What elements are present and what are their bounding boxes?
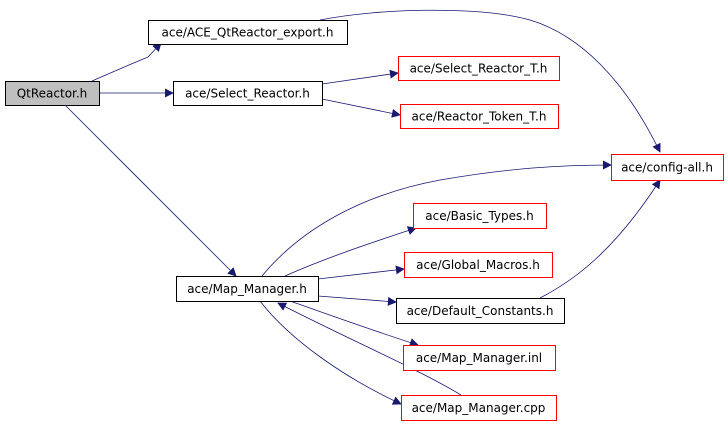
- nodes-layer: QtReactor.h ace/ACE_QtReactor_export.hace…: [5, 20, 724, 421]
- node-map-manager-inl: ace/Map_Manager.inl: [403, 345, 556, 371]
- node-label: ace/Basic_Types.h: [425, 209, 533, 223]
- node-global-macros: ace/Global_Macros.h: [404, 252, 553, 278]
- node-label: ace/ACE_QtReactor_export.h: [162, 26, 334, 40]
- edge-map_manager-to-map_manager_inl: [289, 300, 419, 347]
- node-label: ace/Global_Macros.h: [416, 258, 540, 272]
- node-label: ace/Select_Reactor_T.h: [410, 62, 548, 76]
- node-label: ace/Reactor_Token_T.h: [412, 110, 547, 124]
- node-label: ace/Map_Manager.cpp: [412, 401, 546, 415]
- node-box: [396, 298, 565, 324]
- node-box: [5, 81, 100, 106]
- node-reactor-token-t: ace/Reactor_Token_T.h: [400, 104, 559, 129]
- edges-layer: [64, 9, 661, 405]
- node-label: ace/Select_Reactor.h: [185, 87, 310, 101]
- node-box: [611, 154, 724, 181]
- node-box: [400, 104, 559, 129]
- node-box: [404, 252, 553, 278]
- node-label: ace/Map_Manager.h: [187, 282, 307, 296]
- node-label: ace/Map_Manager.inl: [416, 351, 542, 365]
- node-map-manager-cpp: ace/Map_Manager.cpp: [401, 395, 557, 421]
- edge-qtreactor-to-map_manager: [64, 104, 237, 277]
- edge-select_reactor-to-select_reactor_t: [321, 69, 399, 85]
- node-box: [148, 20, 348, 45]
- edge-qtreactor-to-export: [91, 42, 162, 82]
- node-map-manager[interactable]: ace/Map_Manager.h: [176, 276, 319, 302]
- edge-default_constants-to-config_all: [539, 179, 661, 299]
- node-config-all: ace/config-all.h: [611, 154, 724, 181]
- edge-map_manager-to-map_manager_cpp: [259, 300, 402, 405]
- node-box: [176, 276, 319, 302]
- edge-map_manager-to-global_macros: [317, 265, 405, 280]
- node-qtreactor: QtReactor.h: [5, 81, 100, 106]
- node-default-constants[interactable]: ace/Default_Constants.h: [396, 298, 565, 324]
- edge-map_manager-to-basic_types: [284, 226, 417, 277]
- edge-map_manager_cpp-to-map_manager: [277, 302, 462, 396]
- node-select-reactor-t: ace/Select_Reactor_T.h: [398, 56, 560, 81]
- node-box: [173, 81, 323, 106]
- node-export[interactable]: ace/ACE_QtReactor_export.h: [148, 20, 348, 45]
- edge-select_reactor-to-reactor_token_t: [321, 98, 401, 118]
- node-select-reactor[interactable]: ace/Select_Reactor.h: [173, 81, 323, 106]
- node-label: QtReactor.h: [17, 87, 88, 101]
- node-box: [413, 203, 547, 229]
- edge-map_manager-to-config_all: [261, 160, 612, 277]
- node-basic-types: ace/Basic_Types.h: [413, 203, 547, 229]
- edge-map_manager-to-default_constants: [317, 295, 397, 306]
- node-box: [403, 345, 556, 371]
- node-label: ace/config-all.h: [621, 161, 713, 175]
- node-box: [398, 56, 560, 81]
- edge-export-to-config_all: [319, 9, 661, 153]
- node-label: ace/Default_Constants.h: [407, 304, 554, 318]
- node-box: [401, 395, 557, 421]
